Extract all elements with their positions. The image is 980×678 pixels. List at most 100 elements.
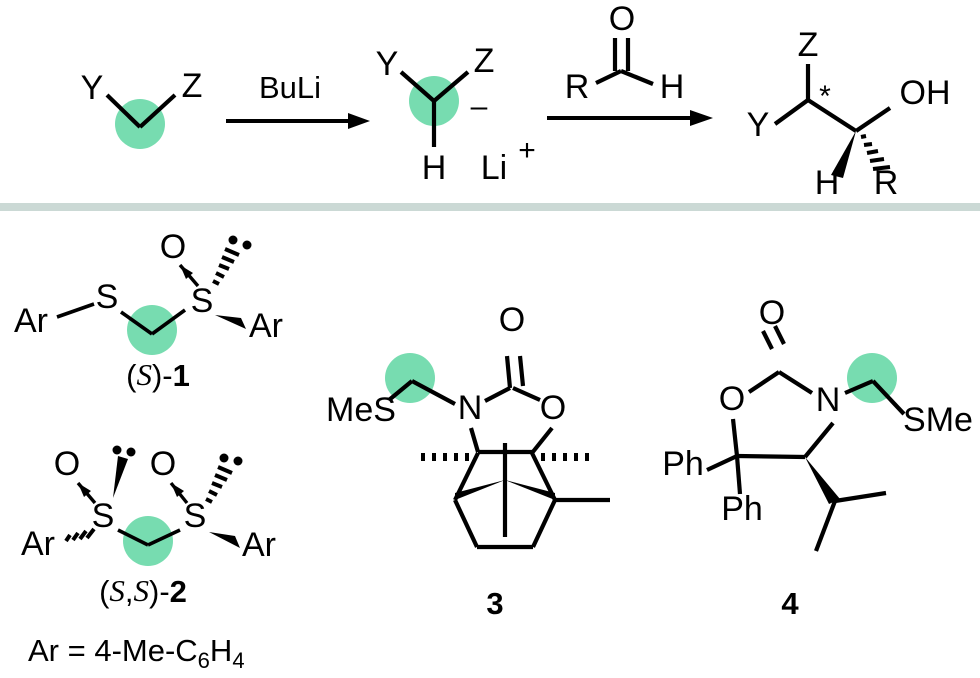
bond-y-to-c-anion bbox=[399, 70, 436, 103]
ar-definition-footnote: Ar = 4-Me-C6H4 bbox=[28, 633, 245, 673]
atom-label-y-carbanion: Y bbox=[376, 45, 399, 83]
wedge-bridge-left-cmpd3 bbox=[455, 480, 505, 500]
bond-c5-c4-cmpd4 bbox=[736, 453, 806, 460]
bond-y-to-ch2 bbox=[105, 93, 142, 129]
bond-carbonyl-to-ring-o-cmpd3 bbox=[512, 386, 541, 402]
hashed-bond-ar-s-left-cmpd2 bbox=[64, 527, 96, 543]
highlight-circle-ch2-start bbox=[115, 99, 165, 149]
atom-label-o-carbonyl-cmpd3: O bbox=[499, 301, 525, 339]
bond-carbonyl-c-to-h bbox=[620, 69, 654, 86]
arrow2-head bbox=[690, 110, 713, 126]
wedge-bridge-right-cmpd3 bbox=[505, 480, 555, 500]
atom-label-r-aldehyde: R bbox=[565, 68, 590, 106]
atom-label-o-ring-cmpd3: O bbox=[540, 389, 566, 427]
atom-label-s-right-cmpd1: S bbox=[191, 282, 214, 320]
bond-carbonyl-to-n-cmpd4 bbox=[777, 370, 814, 395]
wedge-bond-c4-isopropyl-cmpd4 bbox=[805, 457, 840, 504]
compound-3-label: 3 bbox=[486, 586, 503, 621]
highlight-circle-ch2-cmpd1 bbox=[127, 305, 177, 355]
wedge-bond-s-ar-right-cmpd2 bbox=[209, 532, 240, 548]
hashed-lone-pair-cmpd1 bbox=[212, 247, 240, 286]
bond-carbonyl-double-left-cmpd4 bbox=[761, 330, 774, 350]
atom-label-n-cmpd4: N bbox=[816, 381, 841, 419]
compound-3-structure: MeS N O O bbox=[326, 301, 610, 621]
atom-label-o-right-cmpd2: O bbox=[150, 445, 176, 483]
atom-label-r-product: R bbox=[874, 164, 899, 202]
reaction-arrow-2: R O H bbox=[547, 0, 713, 126]
atom-label-ph-1-cmpd4: Ph bbox=[662, 445, 704, 483]
charge-label-positive: + bbox=[518, 134, 536, 167]
atom-label-z-start: Z bbox=[182, 67, 203, 105]
reaction-arrow-1: BuLi bbox=[226, 70, 370, 129]
atom-label-sme-cmpd4: SMe bbox=[903, 401, 973, 439]
lone-pair-dot-a-cmpd2-right bbox=[219, 453, 229, 463]
lone-pair-dot-b-cmpd1 bbox=[242, 240, 252, 250]
atom-label-ar-left-cmpd2: Ar bbox=[21, 525, 55, 563]
wedge-lone-pair-left-cmpd2 bbox=[113, 456, 128, 498]
atom-label-s-left-cmpd2: S bbox=[92, 497, 115, 535]
compound-2-label: (S,S)-2 bbox=[99, 573, 187, 609]
section-divider bbox=[0, 203, 980, 211]
atom-label-o-left-cmpd2: O bbox=[54, 445, 80, 483]
compound-1-label: (S)-1 bbox=[126, 357, 190, 393]
compound-4-structure: O O N SMe Ph Ph bbox=[662, 294, 973, 621]
starting-material-structure: Y Z bbox=[81, 67, 203, 149]
atom-label-s-left-cmpd1: S bbox=[96, 278, 119, 316]
atom-label-ar-right-cmpd2: Ar bbox=[242, 526, 276, 564]
bond-c5-to-ph1-cmpd4 bbox=[706, 454, 738, 472]
bond-isopropyl-methyl-up-cmpd4 bbox=[834, 490, 887, 504]
bond-ring-o-to-c7-cmpd3 bbox=[530, 426, 554, 455]
atom-label-ar-right-cmpd1: Ar bbox=[249, 307, 283, 345]
product-structure: Z * Y OH H R bbox=[747, 26, 951, 202]
compound-2-structure: Ar S O S O bbox=[21, 445, 276, 609]
bond-ch2-to-s-right-cmpd1 bbox=[150, 308, 187, 336]
dative-arrowhead-left-cmpd2 bbox=[78, 483, 91, 497]
atom-label-ar-left-cmpd1: Ar bbox=[14, 302, 48, 340]
lone-pair-dot-a-cmpd2-left bbox=[112, 445, 122, 455]
bond-ch2-to-n-cmpd3 bbox=[411, 379, 456, 406]
bond-stereocenter-to-carbinol bbox=[806, 98, 858, 133]
bond-n-to-c4-cmpd4 bbox=[803, 421, 835, 459]
arrow1-head bbox=[348, 113, 370, 129]
charge-label-negative: – bbox=[471, 90, 488, 123]
bond-carbonyl-double-right-cmpd4 bbox=[773, 325, 786, 345]
lone-pair-dot-a-cmpd1 bbox=[228, 235, 238, 245]
wedge-bond-s-ar-cmpd1 bbox=[215, 315, 246, 329]
bond-r-to-carbonyl-c bbox=[595, 69, 622, 85]
wedge-bond-to-h-product bbox=[831, 131, 856, 178]
bond-ch2-to-sme-cmpd4 bbox=[871, 379, 906, 416]
atom-label-o-aldehyde: O bbox=[609, 0, 635, 38]
atom-label-mes-cmpd3: MeS bbox=[326, 391, 396, 429]
bond-ar-to-s-left-cmpd1 bbox=[56, 302, 95, 319]
bond-n-to-ch2-cmpd4 bbox=[844, 379, 874, 395]
hashed-methyl-left-cmpd3 bbox=[421, 453, 469, 461]
bond-carbinol-to-oh bbox=[854, 106, 892, 133]
highlight-circle-ch2-cmpd2 bbox=[123, 516, 173, 566]
lone-pair-dot-b-cmpd2-left bbox=[126, 447, 136, 457]
lone-pair-dot-b-cmpd2-right bbox=[233, 456, 243, 466]
carbanion-intermediate-structure: Y Z – H Li + bbox=[376, 42, 536, 187]
atom-label-h-aldehyde: H bbox=[660, 68, 685, 106]
atom-label-oh-product: OH bbox=[900, 74, 951, 112]
reagent-label-buli: BuLi bbox=[259, 70, 321, 105]
atom-label-y-product: Y bbox=[747, 106, 770, 144]
atom-label-ph-2-cmpd4: Ph bbox=[721, 490, 763, 528]
bond-carbonyl-double-right-cmpd3 bbox=[517, 355, 526, 387]
atom-label-z-product: Z bbox=[798, 26, 819, 64]
dative-arrowhead-right-cmpd2 bbox=[171, 483, 184, 497]
atom-label-o-carbonyl-cmpd4: O bbox=[759, 294, 785, 332]
atom-label-s-right-cmpd2: S bbox=[184, 497, 207, 535]
bond-stereocenter-to-y bbox=[773, 98, 810, 126]
atom-label-o-cmpd1: O bbox=[160, 228, 186, 266]
atom-label-h-carbanion: H bbox=[422, 149, 447, 187]
bond-c5-to-ph2-cmpd4 bbox=[734, 455, 743, 495]
bond-n-to-carbonyl-cmpd3 bbox=[484, 386, 511, 403]
bond-ch2-to-z bbox=[138, 93, 177, 129]
atom-label-n-cmpd3: N bbox=[458, 389, 483, 427]
bond-ch2-to-s-right-cmpd2 bbox=[147, 528, 181, 547]
bond-s-left-to-ch2-cmpd2 bbox=[117, 528, 149, 547]
hashed-lone-pair-right-cmpd2 bbox=[205, 465, 233, 504]
atom-label-y-start: Y bbox=[81, 69, 104, 107]
